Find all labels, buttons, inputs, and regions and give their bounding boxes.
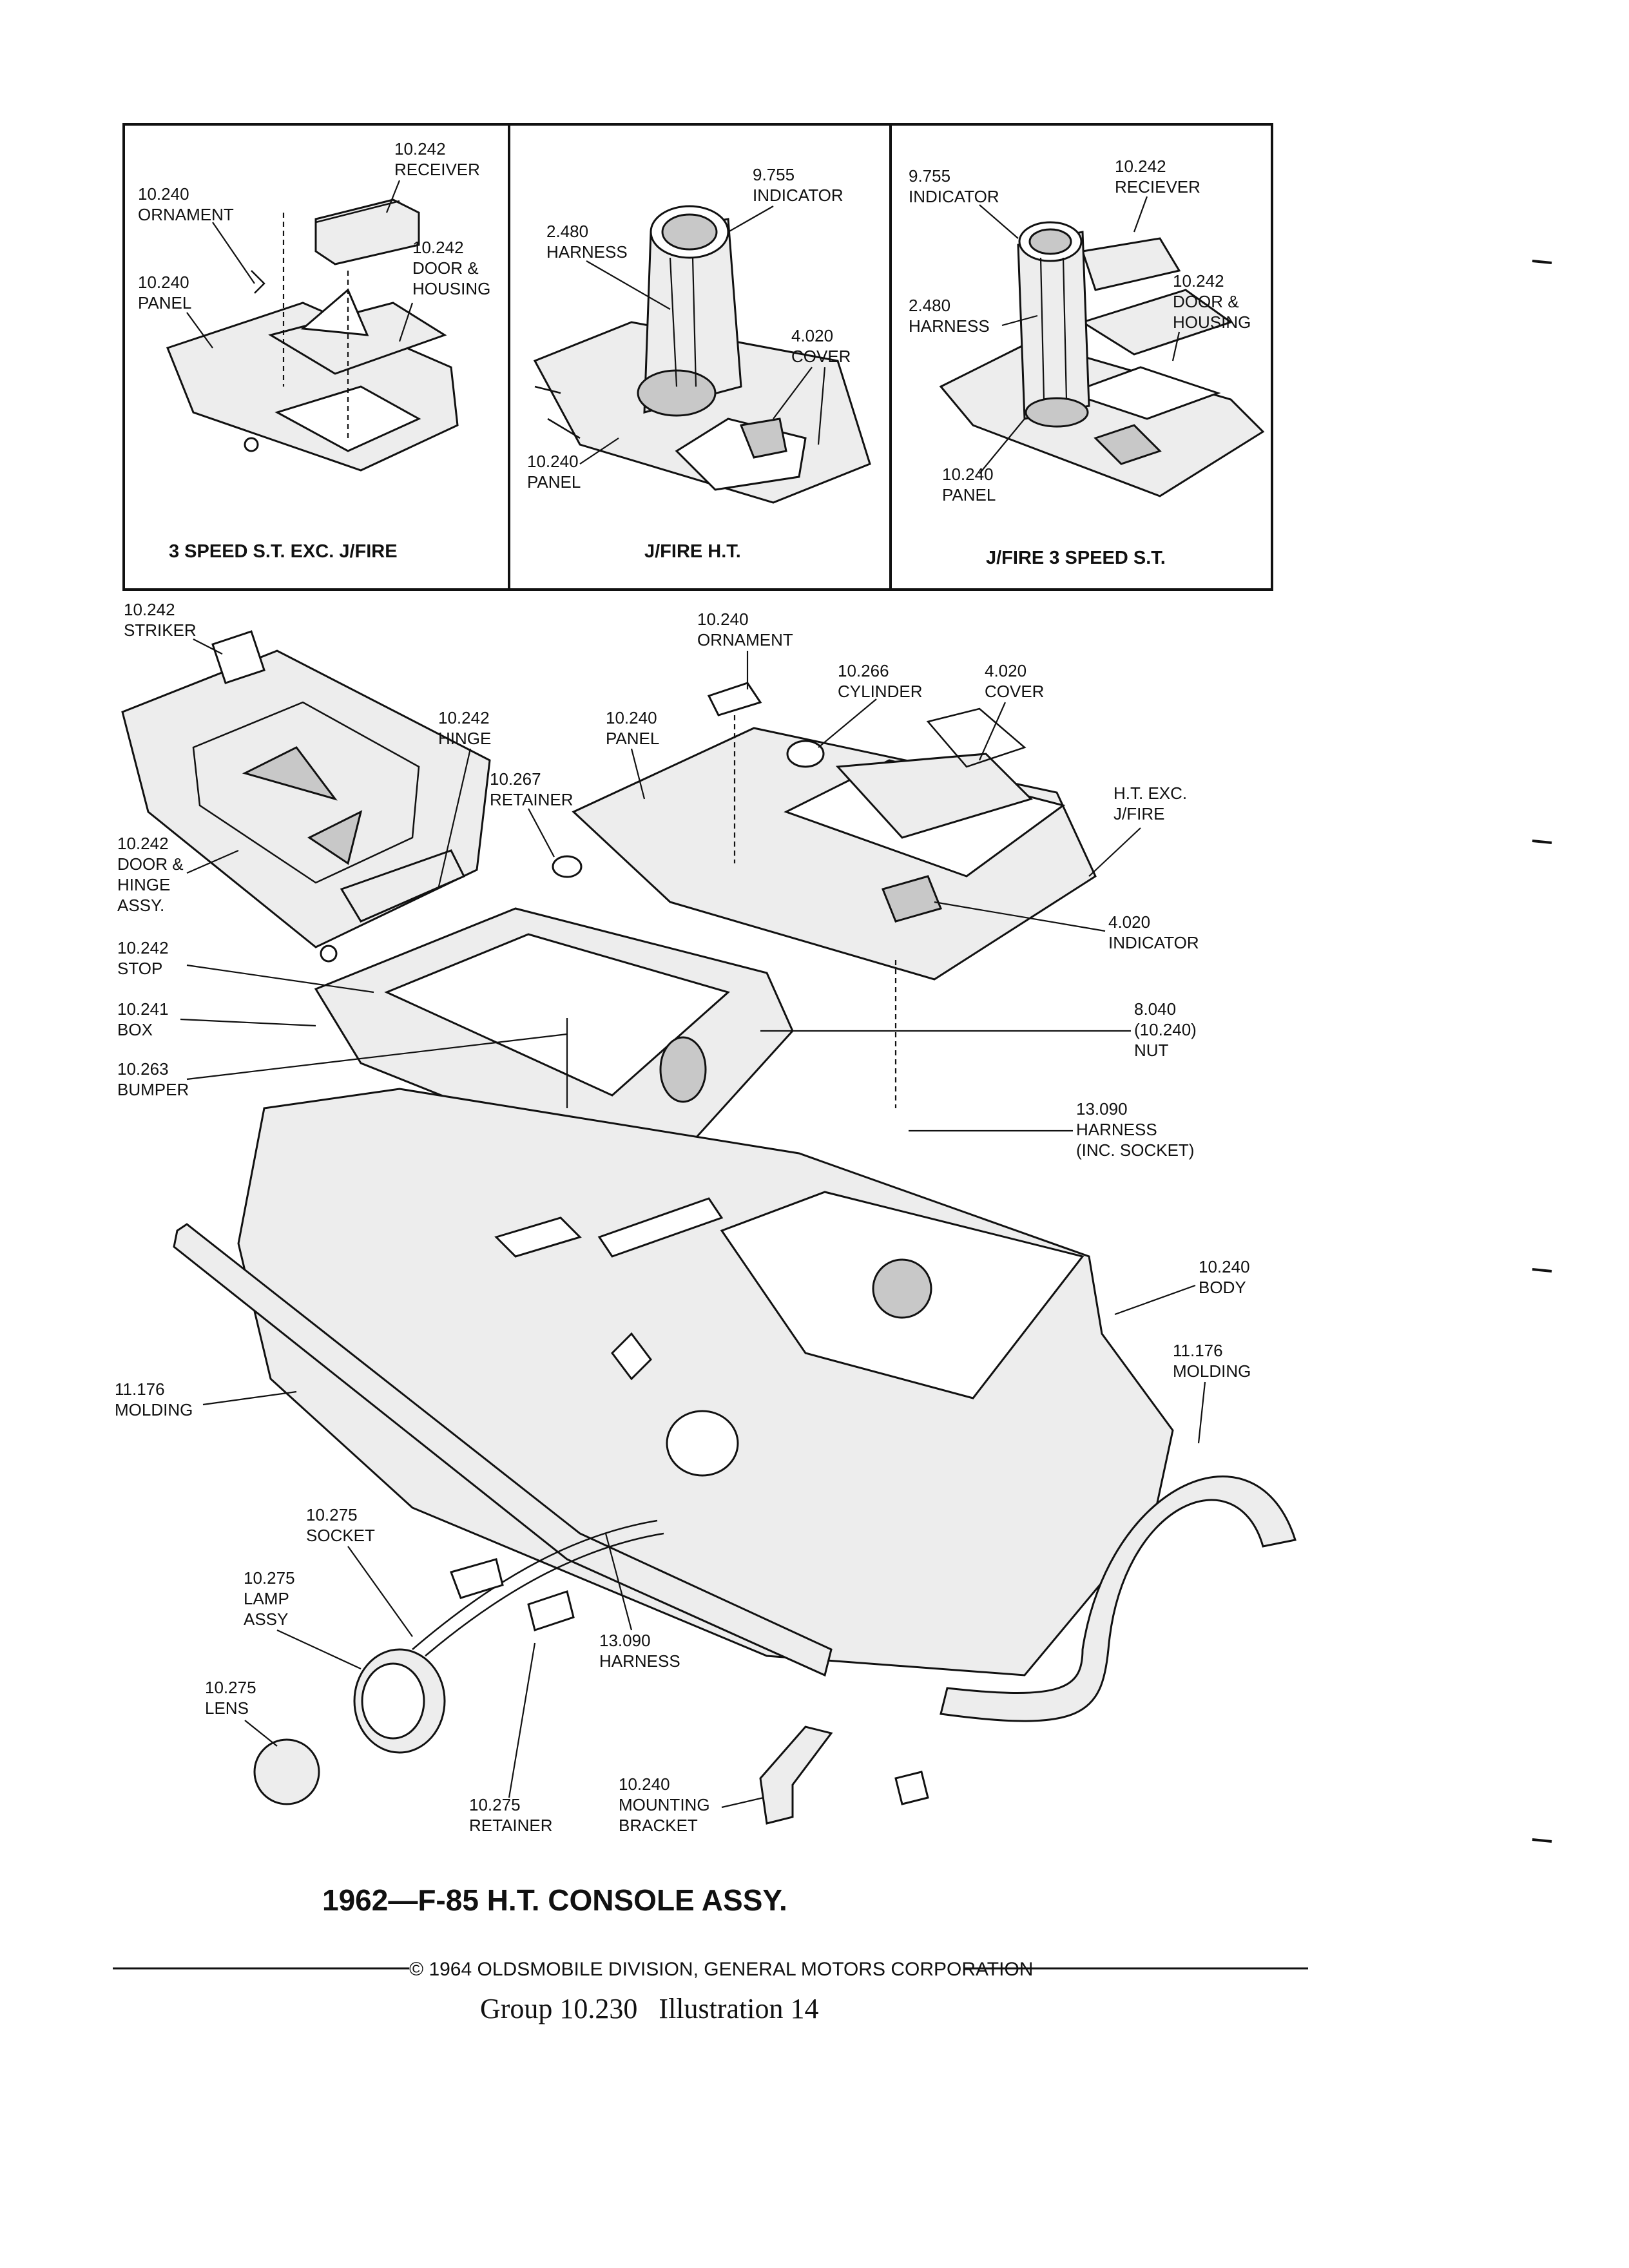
p3-label-reciever: 10.242 RECIEVER	[1115, 157, 1200, 197]
p2-label-harness: 2.480 HARNESS	[546, 222, 628, 262]
margin-marks	[1532, 260, 1552, 1843]
p1-label-ornament: 10.240 ORNAMENT	[138, 184, 234, 224]
panel-3-illustration	[939, 221, 1265, 497]
p2-caption: J/FIRE H.T.	[644, 541, 741, 562]
p3-label-door-housing: 10.242 DOOR & HOUSING	[1173, 271, 1251, 332]
inset-panels-frame	[122, 123, 1273, 591]
p2-label-cover: 4.020 COVER	[791, 326, 851, 366]
copyright-line: © 1964 OLDSMOBILE DIVISION, GENERAL MOTO…	[409, 1959, 1033, 1980]
p3-label-harness: 2.480 HARNESS	[909, 296, 990, 336]
p3-label-panel: 10.240 PANEL	[942, 465, 998, 505]
console-box	[314, 907, 794, 1168]
label-ht-exc-jfire: H.T. EXC.J/FIRE	[1113, 783, 1187, 823]
p1-label-receiver: 10.242 RECEIVER	[394, 139, 480, 179]
moldings	[173, 1223, 1296, 1722]
mounting-bracket	[759, 1725, 929, 1825]
console-body	[237, 1088, 1174, 1677]
p1-label-door-housing: 10.242 DOOR & HOUSING	[412, 238, 490, 298]
p1-caption: 3 SPEED S.T. EXC. J/FIRE	[169, 541, 398, 562]
p3-label-indicator: 9.755 INDICATOR	[909, 166, 999, 206]
p2-label-panel: 10.240 PANEL	[527, 452, 583, 492]
p2-label-indicator: 9.755 INDICATOR	[753, 165, 843, 205]
p1-label-panel: 10.240 PANEL	[138, 273, 194, 312]
diagram-title: 1962—F-85 H.T. CONSOLE ASSY.	[322, 1883, 787, 1917]
lamp-assy	[253, 1519, 664, 1805]
door-hinge-assy	[121, 630, 491, 963]
panel-2-illustration	[533, 205, 871, 504]
panel-assy	[552, 682, 1097, 981]
label-nut: 8.040(10.240)NUT	[1134, 999, 1197, 1060]
panel-1-illustration	[166, 198, 459, 472]
p3-caption: J/FIRE 3 SPEED S.T.	[986, 548, 1166, 568]
group-illustration-line: Group 10.230 Illustration 14	[480, 1993, 819, 2024]
